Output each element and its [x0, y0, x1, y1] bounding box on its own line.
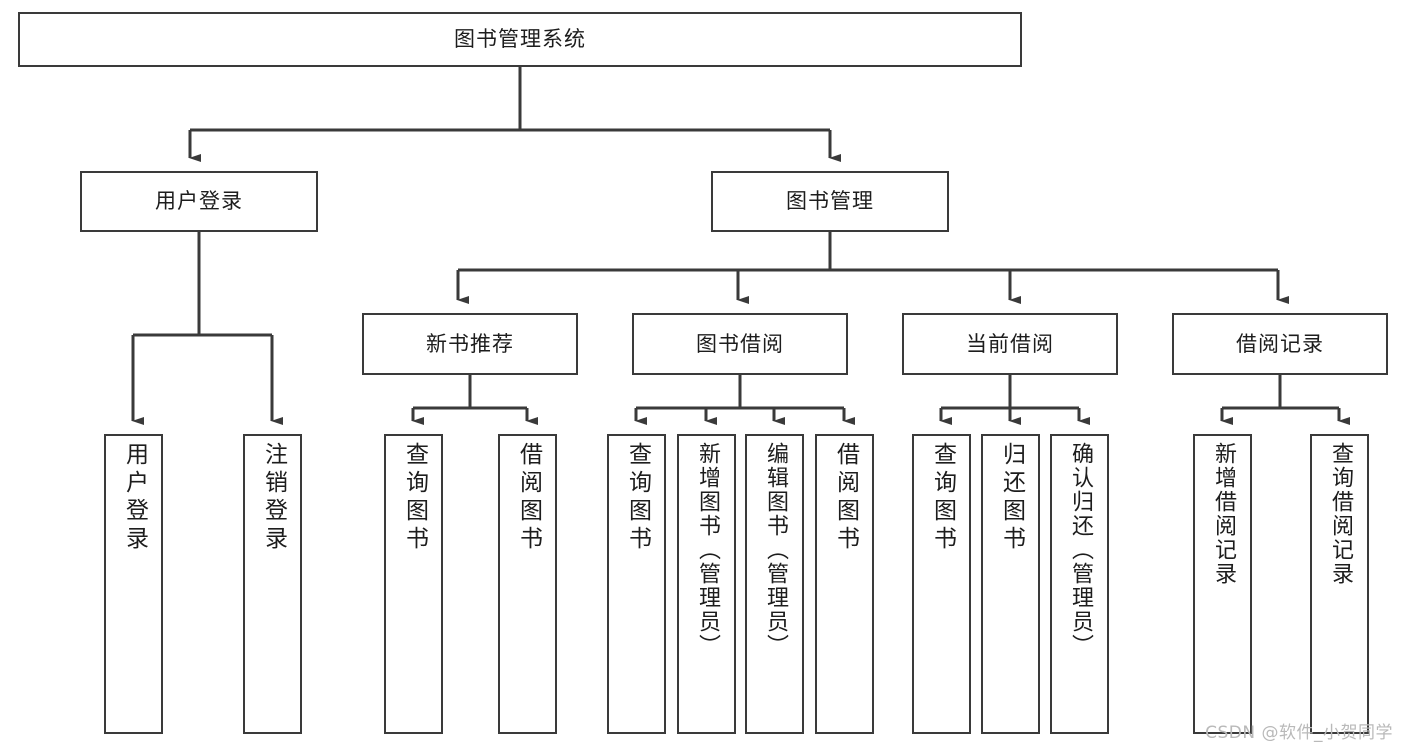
node-new-book-recommend-label: 新书推荐 — [426, 331, 514, 356]
leaf-label: 编辑图书（管理员） — [762, 442, 788, 658]
leaf-borrow-query-book[interactable]: 查询图书 — [607, 434, 666, 734]
leaf-label: 注销登录 — [260, 442, 287, 554]
leaf-label: 归还图书 — [998, 442, 1025, 554]
leaf-current-return-book[interactable]: 归还图书 — [981, 434, 1040, 734]
leaf-borrow-edit-book-admin[interactable]: 编辑图书（管理员） — [745, 434, 804, 734]
leaf-label: 查询图书 — [929, 442, 956, 554]
leaf-user-login-logout[interactable]: 注销登录 — [243, 434, 302, 734]
leaf-new-book-borrow[interactable]: 借阅图书 — [498, 434, 557, 734]
node-book-borrow-label: 图书借阅 — [696, 331, 784, 356]
leaf-label: 用户登录 — [121, 442, 148, 554]
leaf-label: 查询图书 — [401, 442, 428, 554]
node-current-borrow-label: 当前借阅 — [966, 331, 1054, 356]
leaf-label: 新增图书（管理员） — [694, 442, 720, 658]
node-book-borrow[interactable]: 图书借阅 — [632, 313, 848, 375]
node-user-login-label: 用户登录 — [155, 189, 243, 214]
leaf-current-confirm-return-admin[interactable]: 确认归还（管理员） — [1050, 434, 1109, 734]
node-new-book-recommend[interactable]: 新书推荐 — [362, 313, 578, 375]
leaf-borrow-borrow-book[interactable]: 借阅图书 — [815, 434, 874, 734]
leaf-label: 新增借阅记录 — [1210, 442, 1236, 586]
leaf-record-query-record[interactable]: 查询借阅记录 — [1310, 434, 1369, 734]
leaf-label: 查询借阅记录 — [1327, 442, 1353, 586]
leaf-label: 确认归还（管理员） — [1067, 442, 1093, 658]
node-user-login[interactable]: 用户登录 — [80, 171, 318, 232]
node-book-management-label: 图书管理 — [786, 189, 874, 214]
node-borrow-record[interactable]: 借阅记录 — [1172, 313, 1388, 375]
leaf-label: 借阅图书 — [832, 442, 859, 554]
leaf-current-query-book[interactable]: 查询图书 — [912, 434, 971, 734]
leaf-borrow-add-book-admin[interactable]: 新增图书（管理员） — [677, 434, 736, 734]
leaf-label: 借阅图书 — [515, 442, 542, 554]
node-root[interactable]: 图书管理系统 — [18, 12, 1022, 67]
node-borrow-record-label: 借阅记录 — [1236, 331, 1324, 356]
node-root-label: 图书管理系统 — [454, 27, 586, 52]
leaf-new-book-query[interactable]: 查询图书 — [384, 434, 443, 734]
leaf-user-login-login[interactable]: 用户登录 — [104, 434, 163, 734]
node-current-borrow[interactable]: 当前借阅 — [902, 313, 1118, 375]
node-book-management[interactable]: 图书管理 — [711, 171, 949, 232]
leaf-label: 查询图书 — [624, 442, 651, 554]
leaf-record-add-record[interactable]: 新增借阅记录 — [1193, 434, 1252, 734]
